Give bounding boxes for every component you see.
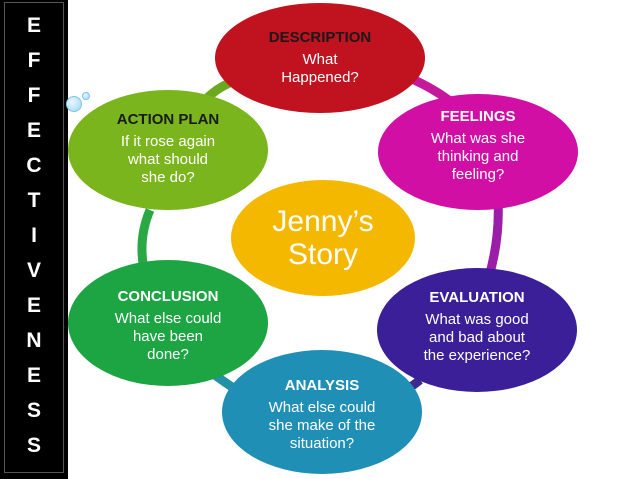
action-plan-line: she do? <box>141 169 195 186</box>
feelings-line: feeling? <box>451 166 505 183</box>
node-action-plan <box>68 90 268 210</box>
evaluation-heading: EVALUATION <box>429 289 525 306</box>
analysis-line: What else could <box>268 399 376 416</box>
side-letter: E <box>26 14 41 37</box>
center-label: Jenny’s Story <box>243 205 403 271</box>
action-plan-heading: ACTION PLAN <box>116 111 220 128</box>
center-line: Story <box>287 238 359 271</box>
analysis-line: she make of the <box>268 417 376 434</box>
side-bar-frame <box>4 2 64 473</box>
description-line: Happened? <box>281 69 359 86</box>
conclusion-heading: CONCLUSION <box>117 288 219 305</box>
node-analysis <box>222 350 422 474</box>
side-letter: E <box>26 294 41 317</box>
side-letter: F <box>27 49 41 72</box>
feelings-label: FEELINGS What was she thinking and feeli… <box>398 107 558 184</box>
center-line: Jenny’s <box>272 205 374 238</box>
bubble-decoration <box>66 96 82 112</box>
effectiveness-letters: E F F E C T I V E N E S S <box>0 8 68 463</box>
side-letter: E <box>26 364 41 387</box>
side-letter: F <box>27 84 41 107</box>
action-plan-line: If it rose again <box>120 133 216 150</box>
action-plan-label: ACTION PLAN If it rose again what should… <box>88 110 248 187</box>
analysis-label: ANALYSIS What else could she make of the… <box>242 376 402 453</box>
description-label: DESCRIPTION What Happened? <box>240 28 400 87</box>
node-feelings <box>378 94 578 210</box>
cycle-arc-feelings-evaluation <box>483 199 503 282</box>
side-letter: I <box>31 224 37 247</box>
evaluation-label: EVALUATION What was good and bad about t… <box>397 288 557 365</box>
feelings-line: What was she <box>430 130 526 147</box>
conclusion-line: have been <box>132 328 204 345</box>
node-conclusion <box>68 260 268 386</box>
side-letter: S <box>26 434 41 457</box>
side-letter: N <box>26 329 42 352</box>
node-center <box>231 180 415 296</box>
side-letter: V <box>26 259 41 282</box>
side-bar: E F F E C T I V E N E S S <box>0 0 68 479</box>
feelings-line: thinking and <box>437 148 519 165</box>
conclusion-line: done? <box>147 346 189 363</box>
conclusion-line: What else could <box>114 310 222 327</box>
side-letter: T <box>27 189 41 212</box>
action-plan-line: what should <box>127 151 209 168</box>
description-line: What <box>302 51 338 68</box>
evaluation-line: the experience? <box>423 347 531 364</box>
evaluation-line: and bad about <box>429 329 525 346</box>
conclusion-label: CONCLUSION What else could have been don… <box>88 287 248 364</box>
side-letter: S <box>26 399 41 422</box>
side-letter: C <box>26 154 42 177</box>
evaluation-line: What was good <box>425 311 529 328</box>
node-description <box>215 3 425 113</box>
analysis-line: situation? <box>289 435 355 452</box>
node-evaluation <box>377 268 577 392</box>
description-heading: DESCRIPTION <box>268 29 372 46</box>
feelings-heading: FEELINGS <box>440 108 516 125</box>
analysis-heading: ANALYSIS <box>284 377 360 394</box>
side-letter: E <box>26 119 41 142</box>
bubble-decoration <box>82 92 90 100</box>
